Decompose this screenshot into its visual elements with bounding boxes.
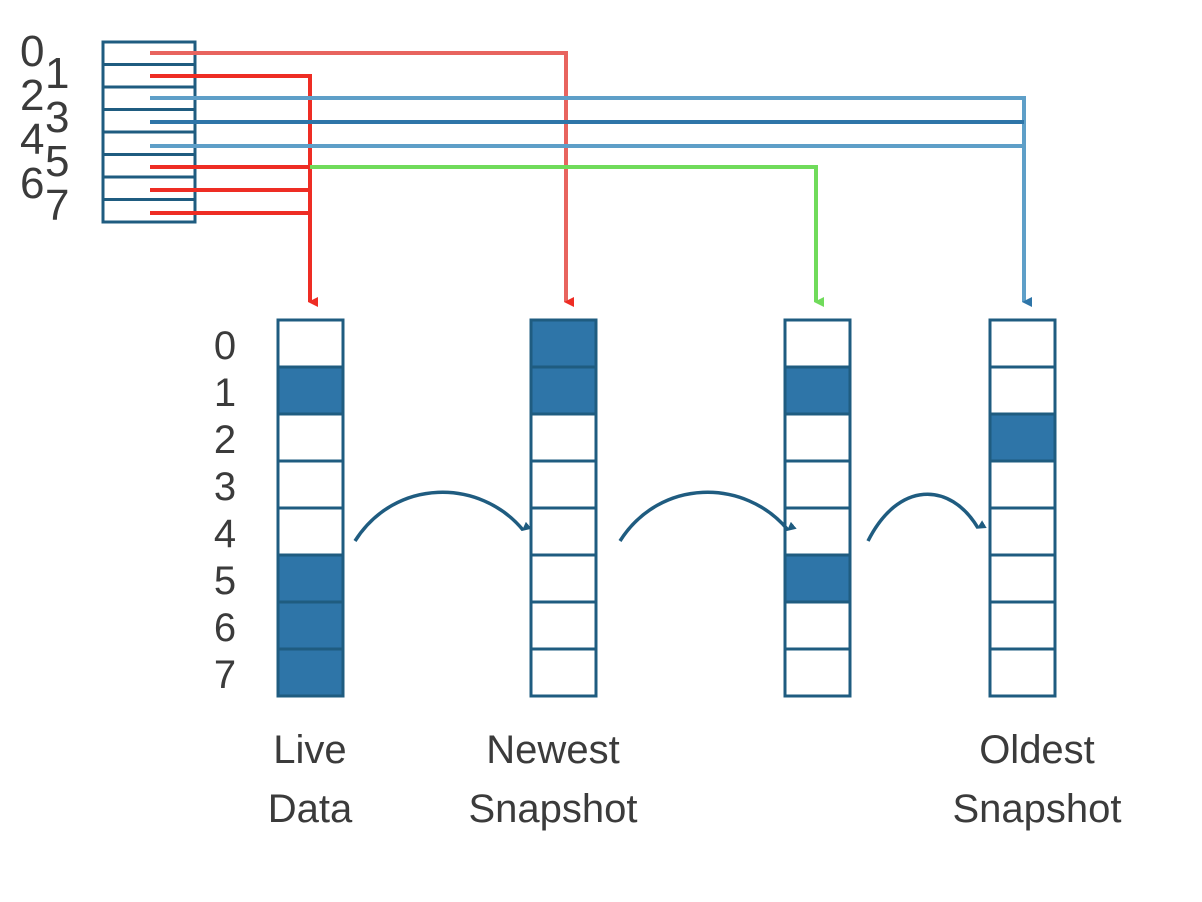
source-index-5: 5 [45, 137, 69, 186]
cell-third-snapshot-1[interactable] [783, 365, 852, 416]
connector-row2-to-oldest-snapshot [150, 96, 1032, 307]
column-index-6: 6 [214, 606, 236, 650]
caption-live-data-line1: Live [273, 728, 346, 772]
source-index-0: 0 [20, 27, 44, 76]
flow-arrows [353, 490, 987, 542]
cell-oldest-snapshot-3[interactable] [988, 459, 1057, 510]
connector-row0-to-newest-snapshot [150, 51, 574, 307]
snapshot-column-newest-snapshot [529, 318, 598, 698]
cell-oldest-snapshot-4[interactable] [988, 506, 1057, 557]
cell-newest-snapshot-7[interactable] [529, 647, 598, 698]
caption-newest-snapshot-line2: Snapshot [468, 787, 637, 831]
cell-live-data-5[interactable] [276, 553, 345, 604]
snapshot-column-third-snapshot [783, 318, 852, 698]
cell-oldest-snapshot-0[interactable] [988, 318, 1057, 369]
source-index-2: 2 [20, 71, 44, 120]
column-row-index-labels: 0 1 2 3 4 5 6 7 [214, 324, 236, 697]
cell-newest-snapshot-4[interactable] [529, 506, 598, 557]
cell-oldest-snapshot-1[interactable] [988, 365, 1057, 416]
source-index-4: 4 [20, 115, 44, 164]
connector-row1-to-live-data [150, 74, 318, 307]
column-index-7: 7 [214, 653, 236, 697]
cell-newest-snapshot-0[interactable] [529, 318, 598, 369]
cell-oldest-snapshot-6[interactable] [988, 600, 1057, 651]
column-index-1: 1 [214, 371, 236, 415]
source-table-index-labels: 0 1 2 3 4 5 6 7 [20, 27, 69, 230]
cell-live-data-6[interactable] [276, 600, 345, 651]
cell-live-data-4[interactable] [276, 506, 345, 557]
cell-live-data-2[interactable] [276, 412, 345, 463]
caption-live-data-line2: Data [268, 787, 353, 831]
source-index-7: 7 [45, 181, 69, 230]
connector-row5-to-third-snapshot [310, 165, 824, 307]
column-index-2: 2 [214, 418, 236, 462]
cell-newest-snapshot-3[interactable] [529, 459, 598, 510]
source-index-1: 1 [45, 49, 69, 98]
cell-newest-snapshot-6[interactable] [529, 600, 598, 651]
snapshot-column-oldest-snapshot [988, 318, 1057, 698]
column-index-3: 3 [214, 465, 236, 509]
cell-newest-snapshot-5[interactable] [529, 553, 598, 604]
cell-third-snapshot-2[interactable] [783, 412, 852, 463]
column-captions: Live Data Newest Snapshot Oldest Snapsho… [268, 728, 1122, 831]
cell-third-snapshot-6[interactable] [783, 600, 852, 651]
snapshot-columns [276, 318, 1057, 698]
cell-live-data-1[interactable] [276, 365, 345, 416]
flow-arrow-newest-to-third [618, 490, 797, 542]
cell-third-snapshot-5[interactable] [783, 553, 852, 604]
cell-live-data-0[interactable] [276, 318, 345, 369]
flow-arrow-third-to-oldest [866, 492, 987, 542]
cell-third-snapshot-4[interactable] [783, 506, 852, 557]
snapshot-column-live-data [276, 318, 345, 698]
cell-oldest-snapshot-5[interactable] [988, 553, 1057, 604]
cell-oldest-snapshot-7[interactable] [988, 647, 1057, 698]
cell-third-snapshot-7[interactable] [783, 647, 852, 698]
source-page-table [101, 40, 197, 224]
cell-third-snapshot-0[interactable] [783, 318, 852, 369]
cell-live-data-7[interactable] [276, 647, 345, 698]
caption-newest-snapshot-line1: Newest [486, 728, 619, 772]
caption-oldest-snapshot-line1: Oldest [979, 728, 1095, 772]
source-index-3: 3 [45, 93, 69, 142]
cell-newest-snapshot-1[interactable] [529, 365, 598, 416]
column-index-4: 4 [214, 512, 236, 556]
source-index-6: 6 [20, 159, 44, 208]
caption-oldest-snapshot-line2: Snapshot [952, 787, 1121, 831]
cell-newest-snapshot-2[interactable] [529, 412, 598, 463]
column-index-5: 5 [214, 559, 236, 603]
cell-live-data-3[interactable] [276, 459, 345, 510]
column-index-0: 0 [214, 324, 236, 368]
cell-oldest-snapshot-2[interactable] [988, 412, 1057, 463]
flow-arrow-live-to-newest [353, 490, 532, 542]
cell-third-snapshot-3[interactable] [783, 459, 852, 510]
